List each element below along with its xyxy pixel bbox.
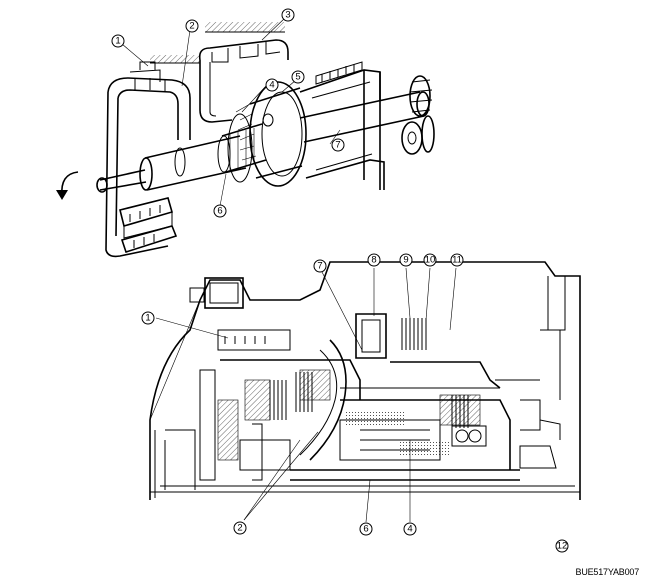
top-callout-2: 2 — [185, 19, 199, 33]
exploded-view — [56, 17, 435, 258]
svg-text:2: 2 — [237, 523, 242, 534]
svg-text:4: 4 — [407, 524, 412, 535]
bottom-callout-2: 2 — [233, 521, 247, 535]
svg-text:3: 3 — [285, 10, 290, 21]
svg-text:12: 12 — [557, 541, 568, 552]
bottom-callout-9: 9 — [399, 253, 413, 267]
svg-text:4: 4 — [269, 80, 274, 91]
housing-hatch — [150, 22, 285, 64]
output-gears — [401, 75, 435, 155]
svg-text:5: 5 — [295, 72, 300, 83]
bottom-callout-6: 6 — [359, 522, 373, 536]
top-callout-4: 4 — [265, 78, 279, 92]
svg-text:2: 2 — [189, 21, 194, 32]
svg-text:11: 11 — [452, 255, 462, 266]
bottom-callout-4: 4 — [403, 522, 417, 536]
top-callout-3: 3 — [281, 8, 295, 22]
svg-text:7: 7 — [317, 261, 322, 272]
pinion — [217, 123, 267, 173]
top-callout-6: 6 — [213, 204, 227, 218]
figure-code: BUE517YAB007 — [575, 567, 640, 577]
cross-section — [149, 261, 581, 500]
svg-text:6: 6 — [363, 524, 368, 535]
ring-drum — [227, 81, 307, 187]
bracket-upper — [198, 39, 289, 123]
brake-bracket-left — [105, 61, 191, 258]
right-gear — [451, 425, 487, 447]
top-callout-5: 5 — [291, 70, 305, 84]
svg-text:9: 9 — [403, 255, 408, 266]
svg-text:1: 1 — [145, 313, 150, 324]
top-callout-7: 7 — [331, 138, 345, 152]
bottom-callout-11: 11 — [450, 253, 464, 267]
svg-text:10: 10 — [425, 255, 436, 266]
bottom-callout-10: 10 — [423, 253, 437, 267]
bottom-callout-12: 12 — [555, 539, 569, 553]
svg-text:7: 7 — [335, 140, 340, 151]
bottom-callout-8: 8 — [367, 253, 381, 267]
svg-text:1: 1 — [115, 36, 120, 47]
top-leaders — [121, 17, 341, 207]
clutch-pack-right — [401, 318, 469, 428]
top-callout-1: 1 — [111, 34, 125, 48]
bottom-callout-7: 7 — [313, 259, 327, 273]
bottom-callout-1: 1 — [141, 311, 155, 325]
carrier-cage — [299, 61, 385, 190]
svg-text:8: 8 — [371, 255, 376, 266]
curved-arrow-icon — [56, 171, 79, 200]
clutch-pack-left — [269, 372, 313, 420]
svg-text:6: 6 — [217, 206, 222, 217]
bottom-leaders — [149, 267, 457, 523]
